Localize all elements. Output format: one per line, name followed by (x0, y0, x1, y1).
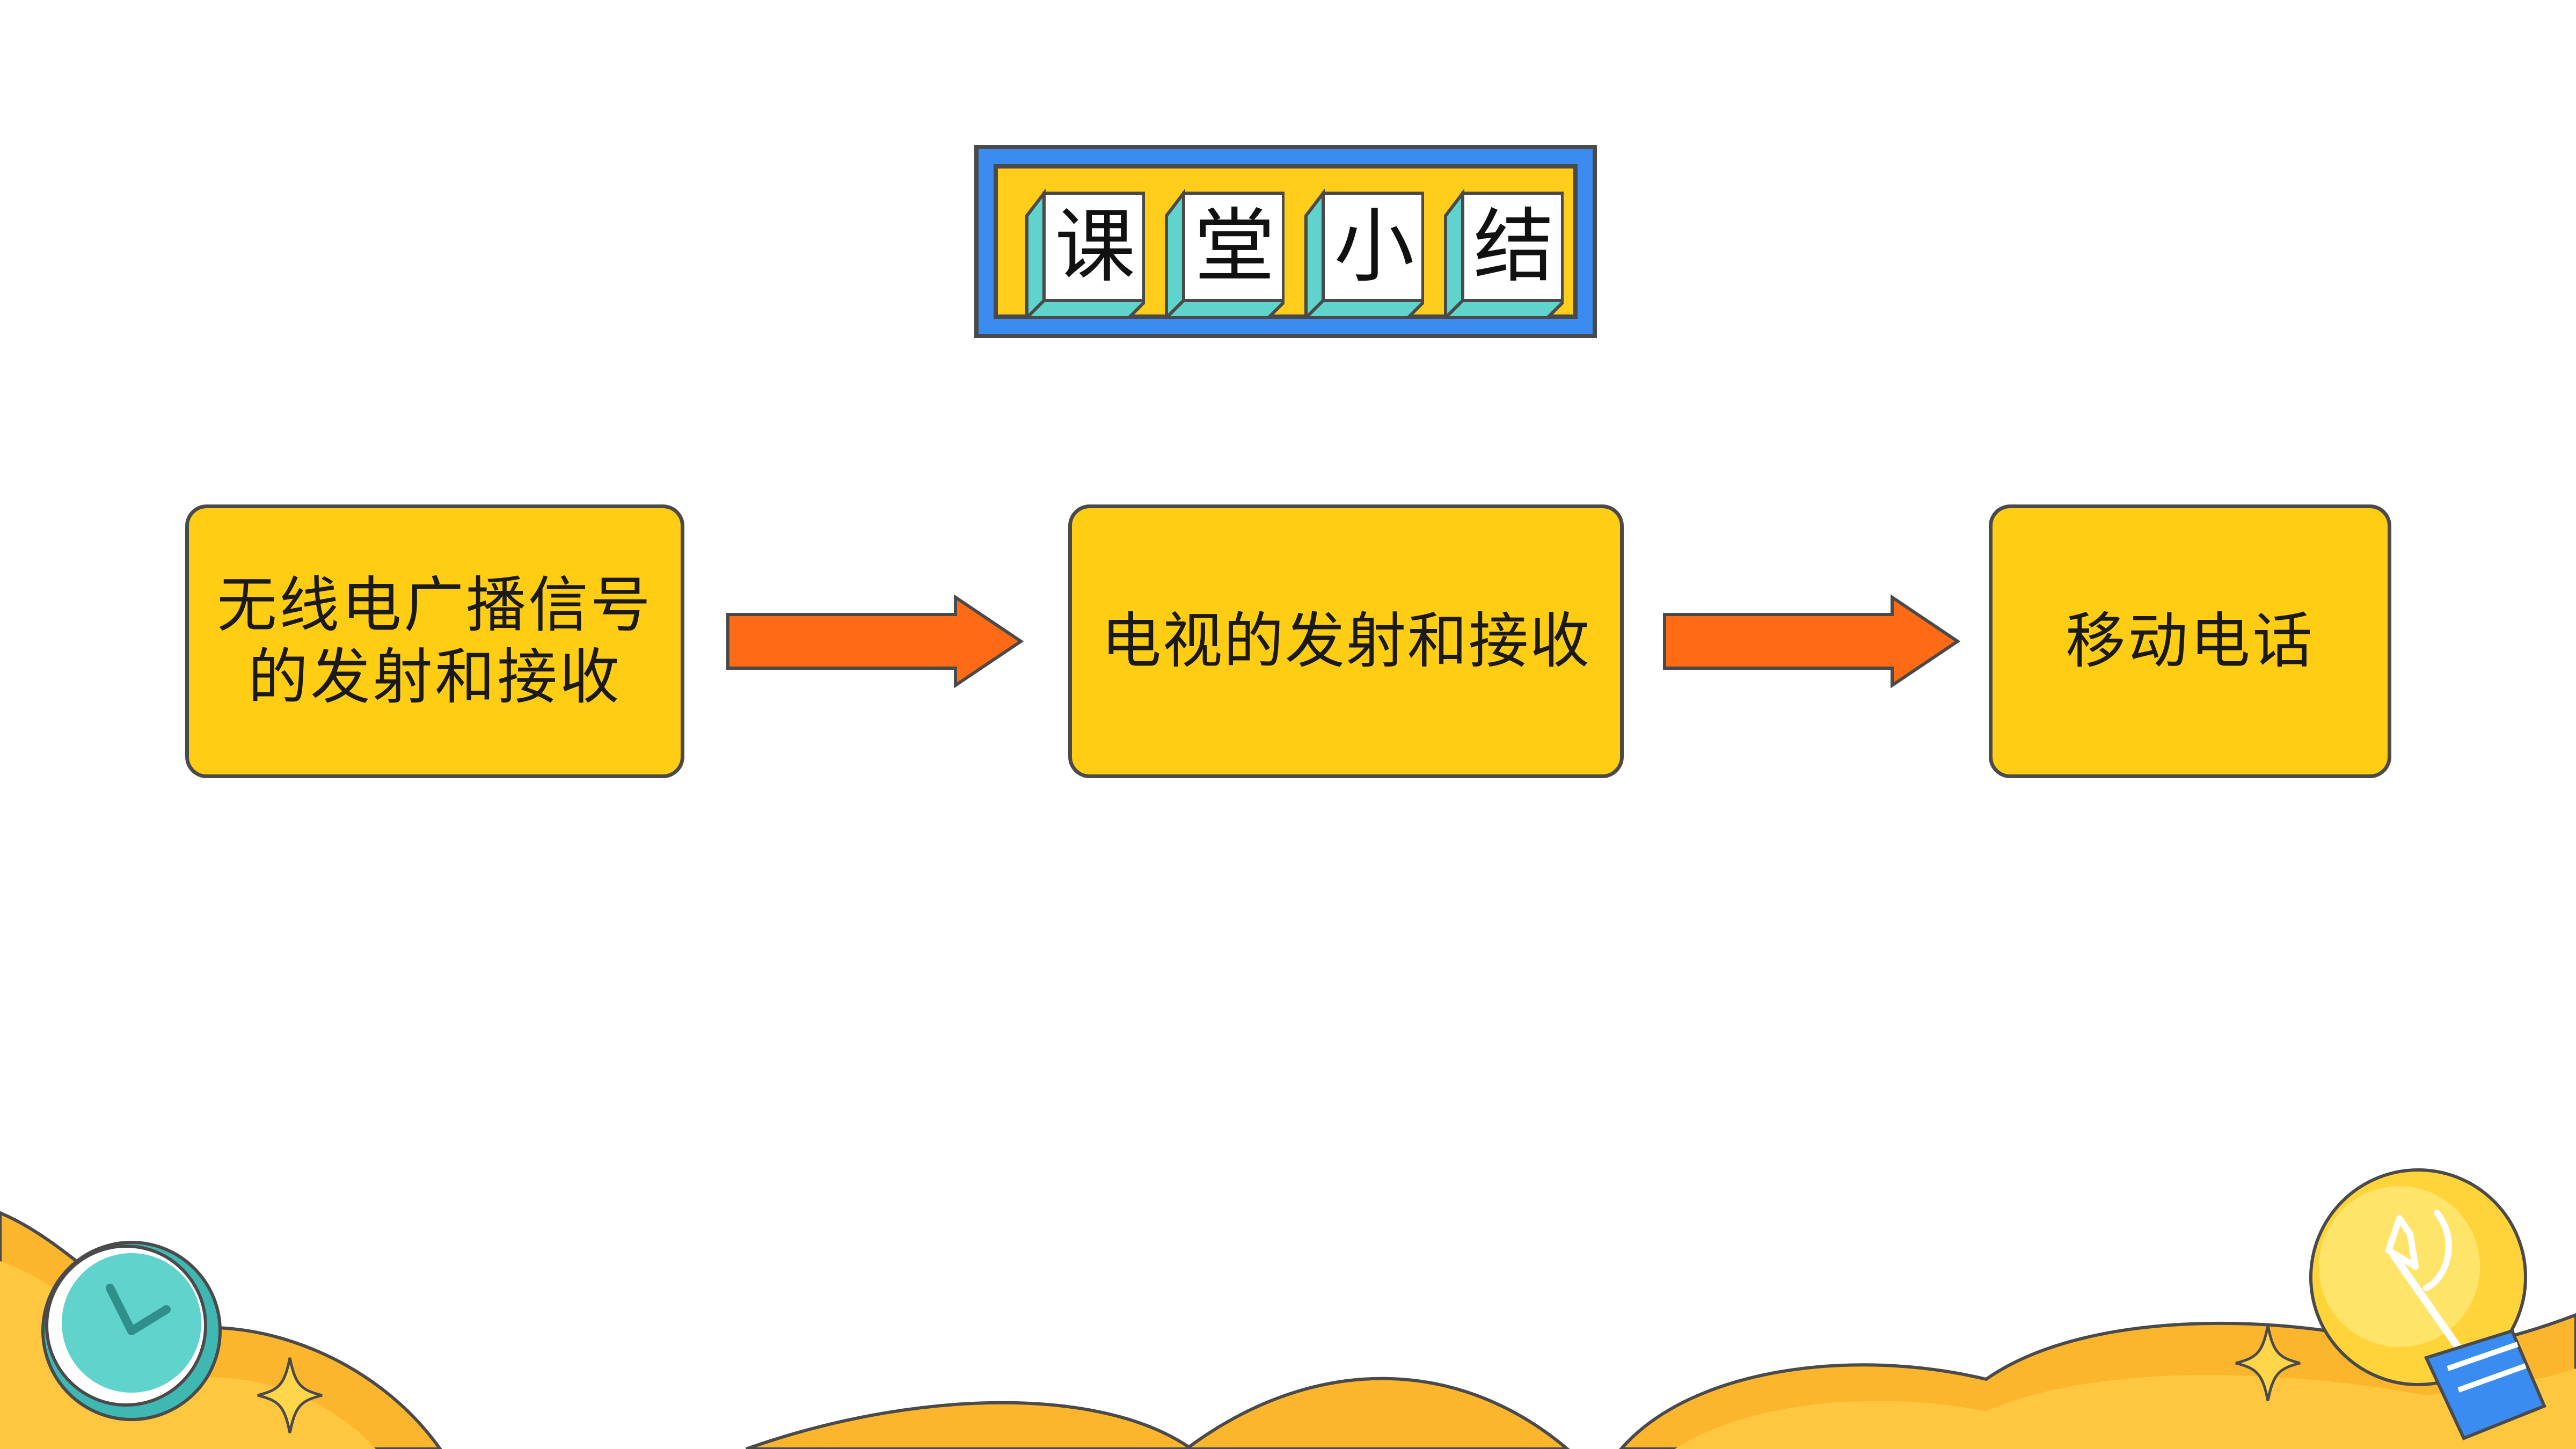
title-char-cube-1: 课 (1021, 189, 1145, 318)
sparkle-icon (257, 1357, 323, 1433)
title-char-cube-4: 结 (1440, 189, 1564, 318)
flow-step-mobile: 移动电话 (1989, 504, 2391, 778)
title-char: 小 (1333, 200, 1414, 294)
title-banner: 课 堂 小 (974, 145, 1597, 338)
right-arrow-icon (726, 594, 1024, 689)
cube-icon (1303, 189, 1424, 318)
title-char-cube-3: 小 (1301, 189, 1424, 318)
flow-step-radio: 无线电广播信号的发射和接收 (185, 504, 684, 778)
cube-icon (1443, 189, 1564, 318)
cube-icon (1024, 189, 1145, 318)
title-char: 堂 (1194, 200, 1275, 294)
flow-step-label: 电视的发射和接收 (1101, 606, 1591, 676)
flow-step-tv: 电视的发射和接收 (1068, 504, 1624, 778)
light-bulb-icon (2309, 1168, 2546, 1440)
title-char-cube-2: 堂 (1161, 189, 1285, 318)
title-char: 课 (1054, 200, 1135, 294)
title-banner-inner: 课 堂 小 (994, 164, 1578, 319)
title-characters: 课 堂 小 (1021, 189, 1564, 318)
title-char: 结 (1473, 200, 1554, 294)
flow-step-label: 移动电话 (2066, 606, 2315, 676)
right-arrow-icon (1663, 594, 1961, 689)
flow-step-label: 无线电广播信号的发射和接收 (217, 570, 653, 712)
sparkle-icon (2235, 1325, 2301, 1401)
clock-icon (41, 1241, 222, 1421)
cube-icon (1164, 189, 1285, 318)
bottom-wave-decoration (0, 1168, 2576, 1449)
